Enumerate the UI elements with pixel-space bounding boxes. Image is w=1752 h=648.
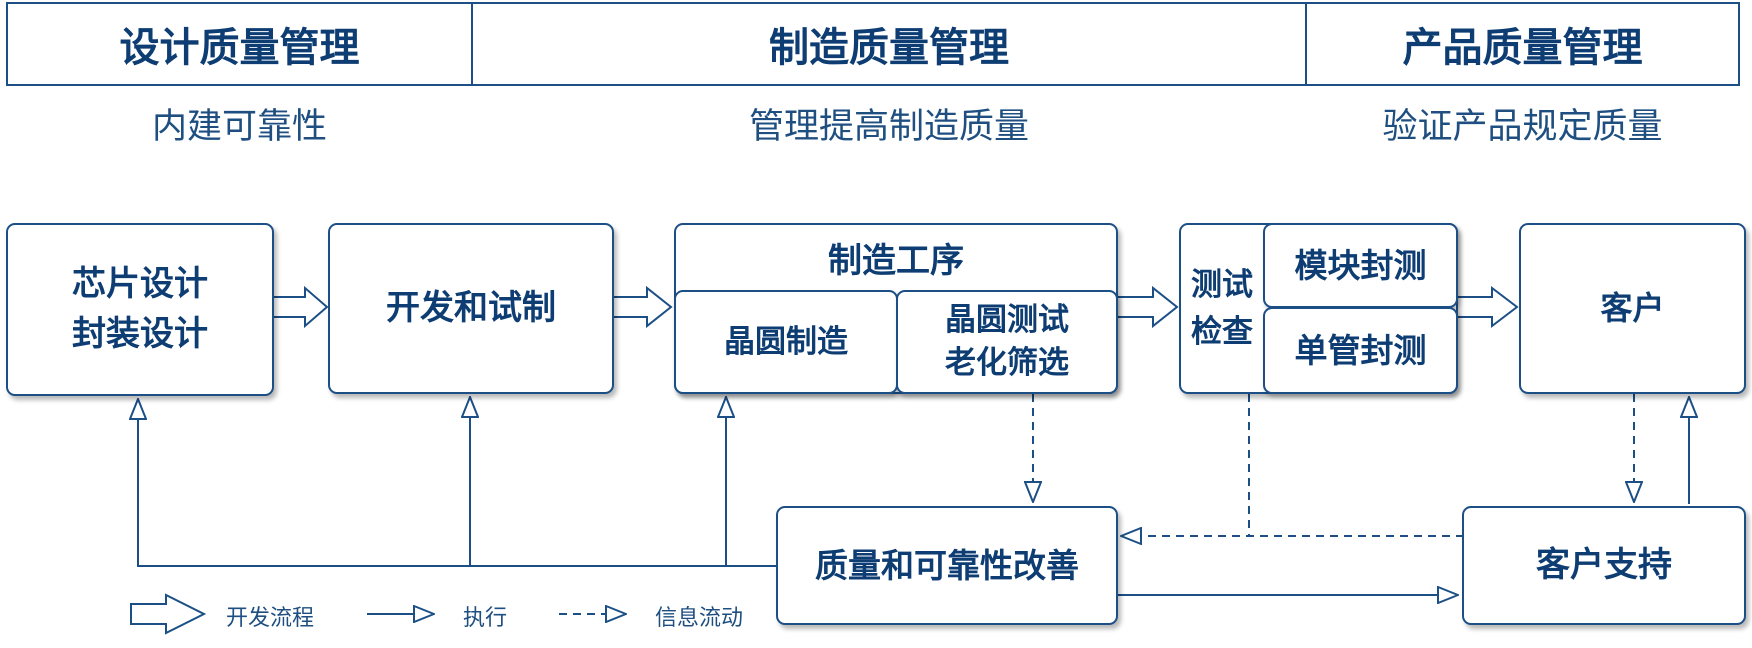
header-product-quality: 产品质量管理 bbox=[1305, 2, 1740, 86]
dev-flow-arrow-4 bbox=[1455, 285, 1519, 329]
wafer-test-label: 晶圆测试 bbox=[945, 301, 1069, 338]
inspect-label: 检查 bbox=[1191, 313, 1253, 350]
execute-line-to-design bbox=[138, 399, 776, 567]
package-design-label: 封装设计 bbox=[72, 313, 208, 354]
dev-flow-arrow-2 bbox=[611, 285, 673, 329]
single-pkg-test-box: 单管封测 bbox=[1263, 307, 1458, 394]
header-manufacturing-quality: 制造质量管理 bbox=[471, 2, 1307, 86]
dev-flow-arrow-1 bbox=[272, 285, 329, 329]
quality-improvement-label: 质量和可靠性改善 bbox=[815, 545, 1079, 585]
customer-support-box: 客户支持 bbox=[1462, 506, 1746, 625]
module-pkg-test-label: 模块封测 bbox=[1294, 245, 1427, 285]
subheader-design: 内建可靠性 bbox=[151, 106, 327, 147]
test-label: 测试 bbox=[1191, 267, 1253, 303]
burnin-screen-label: 老化筛选 bbox=[945, 345, 1069, 381]
header-design-quality: 设计质量管理 bbox=[6, 2, 473, 86]
legend-dev-flow-label: 开发流程 bbox=[226, 606, 315, 631]
customer-label: 客户 bbox=[1600, 289, 1665, 328]
wafer-fab-label: 晶圆制造 bbox=[724, 323, 848, 360]
wafer-test-burnin-box: 晶圆测试 老化筛选 bbox=[896, 290, 1118, 394]
quality-improvement-box: 质量和可靠性改善 bbox=[776, 506, 1118, 625]
dev-flow-arrow-3 bbox=[1114, 285, 1179, 329]
customer-support-label: 客户支持 bbox=[1536, 544, 1672, 585]
dev-trial-label: 开发和试制 bbox=[386, 287, 556, 328]
legend-dev-flow-symbol bbox=[130, 593, 207, 635]
chip-package-design-box: 芯片设计 封装设计 bbox=[6, 223, 274, 396]
process-title-label: 制造工序 bbox=[828, 241, 964, 281]
single-pkg-test-label: 单管封测 bbox=[1294, 330, 1427, 370]
legend-execute-label: 执行 bbox=[463, 606, 508, 631]
chip-design-label: 芯片设计 bbox=[72, 264, 208, 305]
dev-trial-box: 开发和试制 bbox=[328, 223, 614, 394]
module-pkg-test-box: 模块封测 bbox=[1263, 223, 1458, 308]
customer-box: 客户 bbox=[1519, 223, 1746, 394]
subheader-product: 验证产品规定质量 bbox=[1382, 106, 1663, 147]
wafer-fab-box: 晶圆制造 bbox=[674, 290, 898, 394]
legend-info-flow-label: 信息流动 bbox=[655, 606, 744, 631]
subheader-manufacturing: 管理提高制造质量 bbox=[748, 106, 1029, 147]
